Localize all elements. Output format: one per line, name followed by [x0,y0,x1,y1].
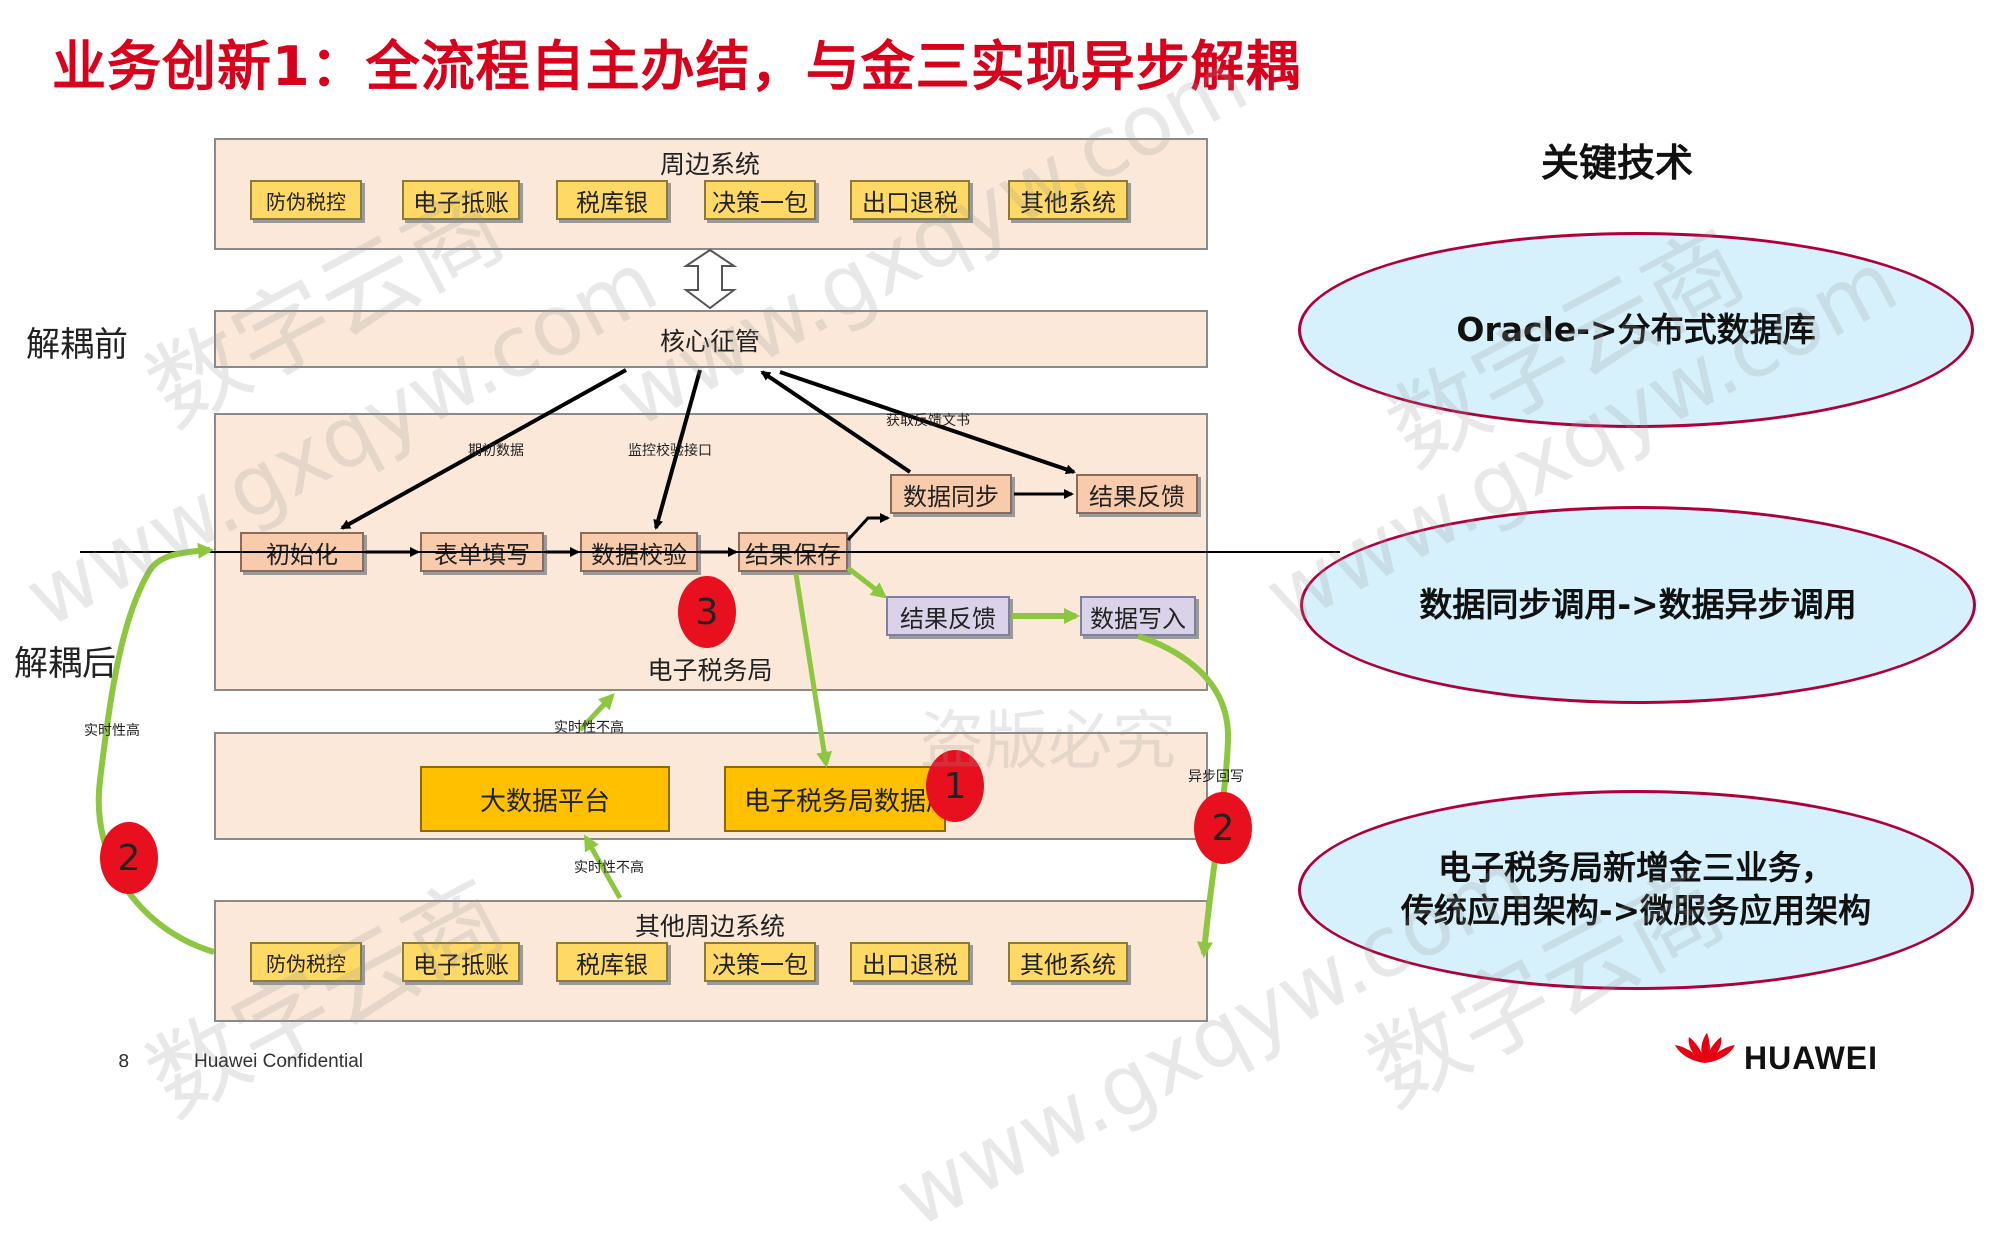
connector-layer [80,248,1340,958]
key-tech-2-line: 数据同步调用->数据异步调用 [1419,584,1857,624]
label-realtime-low-2: 实时性不高 [574,860,644,876]
box-sync: 数据同步 [890,474,1012,514]
key-tech-3-line-1: 电子税务局新增金三业务， [1438,848,1834,888]
label-init-data: 期初数据 [468,443,524,459]
box-feedback-bottom: 结果反馈 [886,596,1010,636]
key-tech-heading: 关键技术 [1541,141,1694,185]
confidential-label: Huawei Confidential [194,1051,363,1072]
label-before: 解耦前 [26,325,128,365]
arrow-core-to-init [340,368,627,530]
peripheral-title: 周边系统 [659,150,761,179]
peripheral-box-export-refund: 出口退税 [850,180,970,220]
box-etax-db: 电子税务局数据库 [724,766,952,832]
box-write: 数据写入 [1080,596,1196,636]
page-title: 业务创新1：全流程自主办结，与金三实现异步解耦 [52,35,1301,98]
peripheral-box-tax-bank: 税库银 [556,180,668,220]
peripheral-box-anti-fraud: 防伪税控 [250,180,362,220]
box-save: 结果保存 [738,532,848,572]
other-box-decision: 决策一包 [704,942,816,982]
arrow-core-to-validate [653,369,702,530]
green-arrow-write-to-other [1137,633,1232,958]
badge-2-left: 2 [100,822,158,894]
other-box-tax-bank: 税库银 [556,942,668,982]
other-box-e-deduction: 电子抵账 [402,942,520,982]
etax-title: 电子税务局 [647,656,773,685]
peripheral-box-decision: 决策一包 [704,180,816,220]
green-arrow-db-to-etax [578,693,615,732]
peripheral-box-e-deduction: 电子抵账 [402,180,520,220]
arrow-core-to-feedback [779,370,1076,475]
key-tech-1-line: Oracle->分布式数据库 [1456,309,1816,349]
page-number: 8 [118,1051,130,1072]
green-arrow-other-to-init [95,542,215,955]
badge-2-right: 2 [1194,792,1252,864]
panel-core [214,310,1208,368]
other-peripheral-title: 其他周边系统 [634,912,786,941]
label-realtime-high: 实时性高 [84,723,140,739]
label-after: 解耦后 [14,644,116,684]
badge-3: 3 [678,576,736,648]
core-title: 核心征管 [659,327,761,356]
double-arrow-icon [682,248,738,310]
arrow-sync-to-core [760,370,912,474]
label-realtime-low-1: 实时性不高 [554,720,624,736]
peripheral-box-other: 其他系统 [1008,180,1128,220]
other-box-anti-fraud: 防伪税控 [250,942,362,982]
key-tech-2: 数据同步调用->数据异步调用 [1300,506,1976,704]
label-monitor: 监控校验接口 [628,443,712,459]
other-box-other: 其他系统 [1008,942,1128,982]
key-tech-1: Oracle->分布式数据库 [1298,232,1974,428]
box-bigdata: 大数据平台 [420,766,670,832]
arrow-save-to-sync [846,513,890,542]
badge-1: 1 [926,750,984,822]
label-async-write: 异步回写 [1188,769,1244,785]
panel-data [214,732,1208,840]
key-tech-3-line-2: 传统应用架构->微服务应用架构 [1400,891,1872,930]
green-arrow-other-to-bigdata [583,834,623,900]
huawei-wordmark: HUAWEI [1744,1040,1878,1076]
green-arrow-save-to-db [793,573,833,768]
key-tech-3: 电子税务局新增金三业务， 传统应用架构->微服务应用架构 [1298,790,1974,990]
green-arrow-save-to-feedback [846,566,888,599]
box-feedback-top: 结果反馈 [1076,474,1198,514]
label-fetch-feedback: 获取反馈文书 [886,413,970,429]
other-box-export-refund: 出口退税 [850,942,970,982]
